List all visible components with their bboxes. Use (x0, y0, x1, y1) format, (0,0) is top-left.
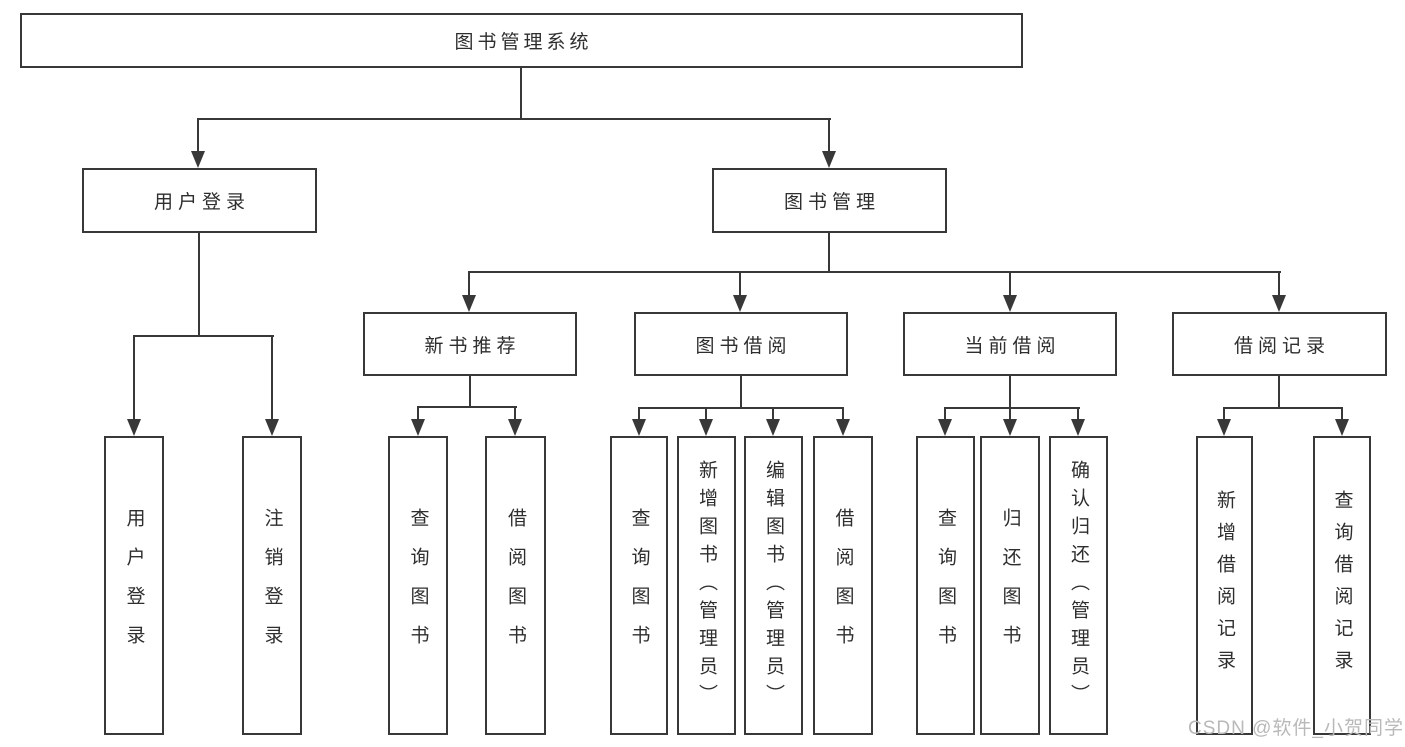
arrow-down (835, 407, 851, 436)
leaf-label: 借阅图书 (832, 507, 854, 664)
arrow-down (190, 118, 206, 168)
leaf-recommend-borrow-books: 借阅图书 (485, 436, 546, 735)
csdn-watermark: CSDN @软件_小贺同学 (1188, 718, 1404, 739)
connector-current-stem (1009, 376, 1011, 409)
connector-root-branch (197, 118, 831, 120)
leaf-label: 查询图书 (935, 507, 956, 664)
arrow-down (631, 407, 647, 436)
arrow-down (1334, 407, 1350, 436)
leaf-borrowing-edit-books-admin: 编辑图书（管理员） (744, 436, 803, 735)
arrow-down (126, 335, 142, 436)
leaf-label: 新增借阅记录 (1214, 489, 1235, 682)
leaf-current-query-books: 查询图书 (916, 436, 975, 735)
leaf-label: 查询图书 (628, 507, 650, 664)
arrow-down (1070, 407, 1086, 436)
arrow-down (821, 118, 837, 168)
connector-book-management-branch (469, 271, 1281, 273)
leaf-current-confirm-return-admin: 确认归还（管理员） (1049, 436, 1108, 735)
leaf-borrowing-add-books-admin: 新增图书（管理员） (677, 436, 736, 735)
arrow-down (507, 406, 523, 436)
leaf-label: 注销登录 (261, 507, 283, 664)
leaf-label: 归还图书 (999, 507, 1021, 664)
leaf-borrowing-borrow-books: 借阅图书 (813, 436, 873, 735)
node-new-book-recommendation: 新书推荐 (363, 312, 577, 376)
connector-borrowing-stem (740, 376, 742, 409)
leaf-label: 新增图书（管理员） (696, 459, 717, 712)
node-user-login: 用户登录 (82, 168, 317, 233)
node-book-management: 图书管理 (712, 168, 947, 233)
connector-root-stem (520, 68, 522, 120)
arrow-down (765, 407, 781, 436)
arrow-down (732, 271, 748, 312)
leaf-label: 确认归还（管理员） (1068, 459, 1089, 712)
arrow-down (461, 271, 477, 312)
leaf-label: 查询图书 (407, 507, 429, 664)
leaf-logout: 注销登录 (242, 436, 302, 735)
leaf-label: 查询借阅记录 (1331, 489, 1353, 682)
leaf-records-query-borrow-record: 查询借阅记录 (1313, 436, 1371, 735)
leaf-label: 借阅图书 (505, 507, 526, 664)
arrow-down (410, 406, 426, 436)
connector-records-stem (1278, 376, 1280, 409)
leaf-records-add-borrow-record: 新增借阅记录 (1196, 436, 1253, 735)
leaf-borrowing-query-books: 查询图书 (610, 436, 668, 735)
connector-book-management-stem (828, 233, 830, 273)
arrow-down (937, 407, 953, 436)
arrow-down (1216, 407, 1232, 436)
leaf-recommend-query-books: 查询图书 (388, 436, 448, 735)
leaf-label: 用户登录 (123, 507, 145, 664)
connector-records-branch (1224, 407, 1343, 409)
connector-recommendation-stem (469, 376, 471, 408)
arrow-down (264, 335, 280, 436)
connector-user-login-branch (133, 335, 274, 337)
node-book-borrowing: 图书借阅 (634, 312, 848, 376)
node-library-management-system: 图书管理系统 (20, 13, 1023, 68)
arrow-down (1271, 271, 1287, 312)
arrow-down (1002, 407, 1018, 436)
connector-borrowing-branch (638, 407, 844, 409)
leaf-current-return-books: 归还图书 (980, 436, 1040, 735)
arrow-down (1002, 271, 1018, 312)
node-current-borrowing: 当前借阅 (903, 312, 1117, 376)
leaf-label: 编辑图书（管理员） (763, 459, 784, 712)
leaf-user-login: 用户登录 (104, 436, 164, 735)
arrow-down (698, 407, 714, 436)
node-borrowing-records: 借阅记录 (1172, 312, 1387, 376)
connector-current-branch (944, 407, 1080, 409)
connector-user-login-stem (198, 233, 200, 337)
connector-recommendation-branch (417, 406, 517, 408)
